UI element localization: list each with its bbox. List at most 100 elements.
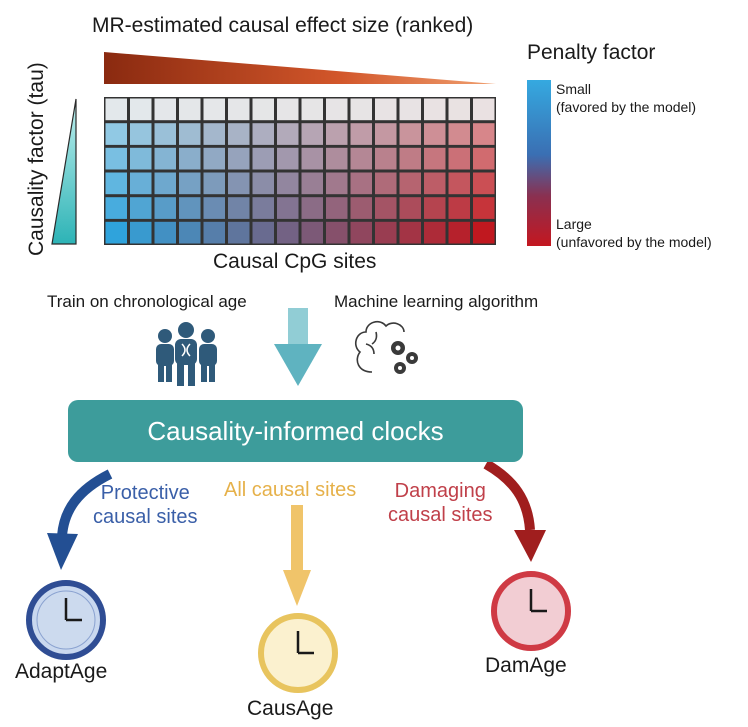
protective-line2: causal sites xyxy=(93,506,198,528)
train-label: Train on chronological age xyxy=(47,292,247,311)
heatmap-cell xyxy=(375,197,397,219)
brain-gears-icon xyxy=(354,320,418,374)
heatmap-cell xyxy=(326,123,348,145)
heatmap-cell xyxy=(350,147,372,170)
heatmap-cell xyxy=(154,197,176,219)
effect-size-wedge xyxy=(104,52,496,84)
causage-label: CausAge xyxy=(247,697,334,720)
heatmap-cell xyxy=(228,172,250,195)
legend-small-label: Small xyxy=(556,81,592,97)
heatmap-cell xyxy=(130,147,152,170)
heatmap-cell xyxy=(179,98,201,121)
heatmap-cell xyxy=(154,147,176,170)
heatmap-cell xyxy=(424,172,446,195)
heatmap-cell xyxy=(105,147,127,170)
heatmap-cell xyxy=(203,197,225,219)
heatmap-cell xyxy=(130,123,152,145)
all-causal-sites-label: All causal sites xyxy=(224,479,357,501)
heatmap-cell xyxy=(375,147,397,170)
penalty-factor-title: Penalty factor xyxy=(527,41,656,64)
heatmap-cell xyxy=(277,98,299,121)
heatmap-cell xyxy=(399,172,421,195)
heatmap-cell xyxy=(277,221,299,244)
heatmap-cell xyxy=(179,123,201,145)
heatmap-cell xyxy=(473,221,495,244)
protective-arrow-icon xyxy=(57,469,113,537)
penalty-gradient-bar xyxy=(527,80,551,246)
heatmap-cell xyxy=(277,197,299,219)
heatmap-cell xyxy=(154,221,176,244)
heatmap-cell xyxy=(228,197,250,219)
heatmap-cell xyxy=(277,172,299,195)
damaging-arrowhead-icon xyxy=(514,530,546,562)
damaging-sites-label: Damaging causal sites xyxy=(388,479,493,527)
heatmap-cell xyxy=(154,98,176,121)
heatmap-cell xyxy=(326,98,348,121)
heatmap-cell xyxy=(448,197,470,219)
heatmap-cell xyxy=(301,172,323,195)
legend-large-note: (unfavored by the model) xyxy=(556,234,712,250)
ml-algorithm-label: Machine learning algorithm xyxy=(334,292,539,311)
heatmap-cell xyxy=(399,221,421,244)
heatmap-cell xyxy=(399,123,421,145)
heatmap-cell xyxy=(301,147,323,170)
heatmap-cell xyxy=(105,172,127,195)
heatmap-cell xyxy=(105,221,127,244)
heatmap-cell xyxy=(326,147,348,170)
heatmap-cell xyxy=(203,221,225,244)
heatmap-cell xyxy=(252,221,274,244)
damaging-line1: Damaging xyxy=(394,480,486,502)
heatmap-frame xyxy=(104,97,496,245)
legend-large: Large (unfavored by the model) xyxy=(556,215,712,251)
heatmap-cell xyxy=(448,98,470,121)
damage-label: DamAge xyxy=(485,654,567,677)
heatmap-cell xyxy=(179,197,201,219)
heatmap-grid xyxy=(104,97,496,245)
causal-arrow-shaft xyxy=(291,505,303,573)
heatmap-cell xyxy=(399,147,421,170)
heatmap-cell xyxy=(203,172,225,195)
protective-line1: Protective xyxy=(100,482,190,504)
heatmap-cell xyxy=(301,197,323,219)
heatmap-cell xyxy=(130,197,152,219)
damaging-line2: causal sites xyxy=(388,504,493,526)
heatmap-cell xyxy=(424,147,446,170)
heatmap-cell xyxy=(277,123,299,145)
heatmap-cell xyxy=(130,98,152,121)
heatmap-cell xyxy=(350,197,372,219)
damage-clock-icon xyxy=(491,571,571,651)
legend-small-note: (favored by the model) xyxy=(556,99,697,115)
heatmap-cell xyxy=(424,221,446,244)
heatmap-cell xyxy=(228,98,250,121)
heatmap-cell xyxy=(179,172,201,195)
heatmap-cell xyxy=(179,221,201,244)
heatmap-cell xyxy=(448,221,470,244)
heatmap-cell xyxy=(277,147,299,170)
heatmap-cell xyxy=(473,147,495,170)
heatmap-cell xyxy=(301,221,323,244)
protective-arrowhead-icon xyxy=(47,533,78,570)
causality-factor-wedge xyxy=(51,98,77,245)
heatmap-cell xyxy=(228,147,250,170)
damaging-arrow-icon xyxy=(483,459,535,531)
heatmap-cell xyxy=(375,98,397,121)
heatmap-cell xyxy=(228,221,250,244)
heatmap-cell xyxy=(252,98,274,121)
heatmap-cell xyxy=(350,172,372,195)
heatmap-cell xyxy=(252,147,274,170)
heatmap-cell xyxy=(301,98,323,121)
heatmap-cell xyxy=(130,172,152,195)
down-arrow-icon xyxy=(274,308,322,386)
heatmap-cell xyxy=(424,123,446,145)
heatmap-cell xyxy=(301,123,323,145)
heatmap-cell xyxy=(473,197,495,219)
heatmap-cell xyxy=(350,221,372,244)
heatmap-cell xyxy=(424,98,446,121)
heatmap-cell xyxy=(105,197,127,219)
cpg-sites-label: Causal CpG sites xyxy=(213,250,377,273)
heatmap-cell xyxy=(130,221,152,244)
heatmap-cell xyxy=(179,147,201,170)
heatmap-cell xyxy=(473,172,495,195)
causality-clocks-label: Causality-informed clocks xyxy=(147,416,444,446)
heatmap-cell xyxy=(448,172,470,195)
